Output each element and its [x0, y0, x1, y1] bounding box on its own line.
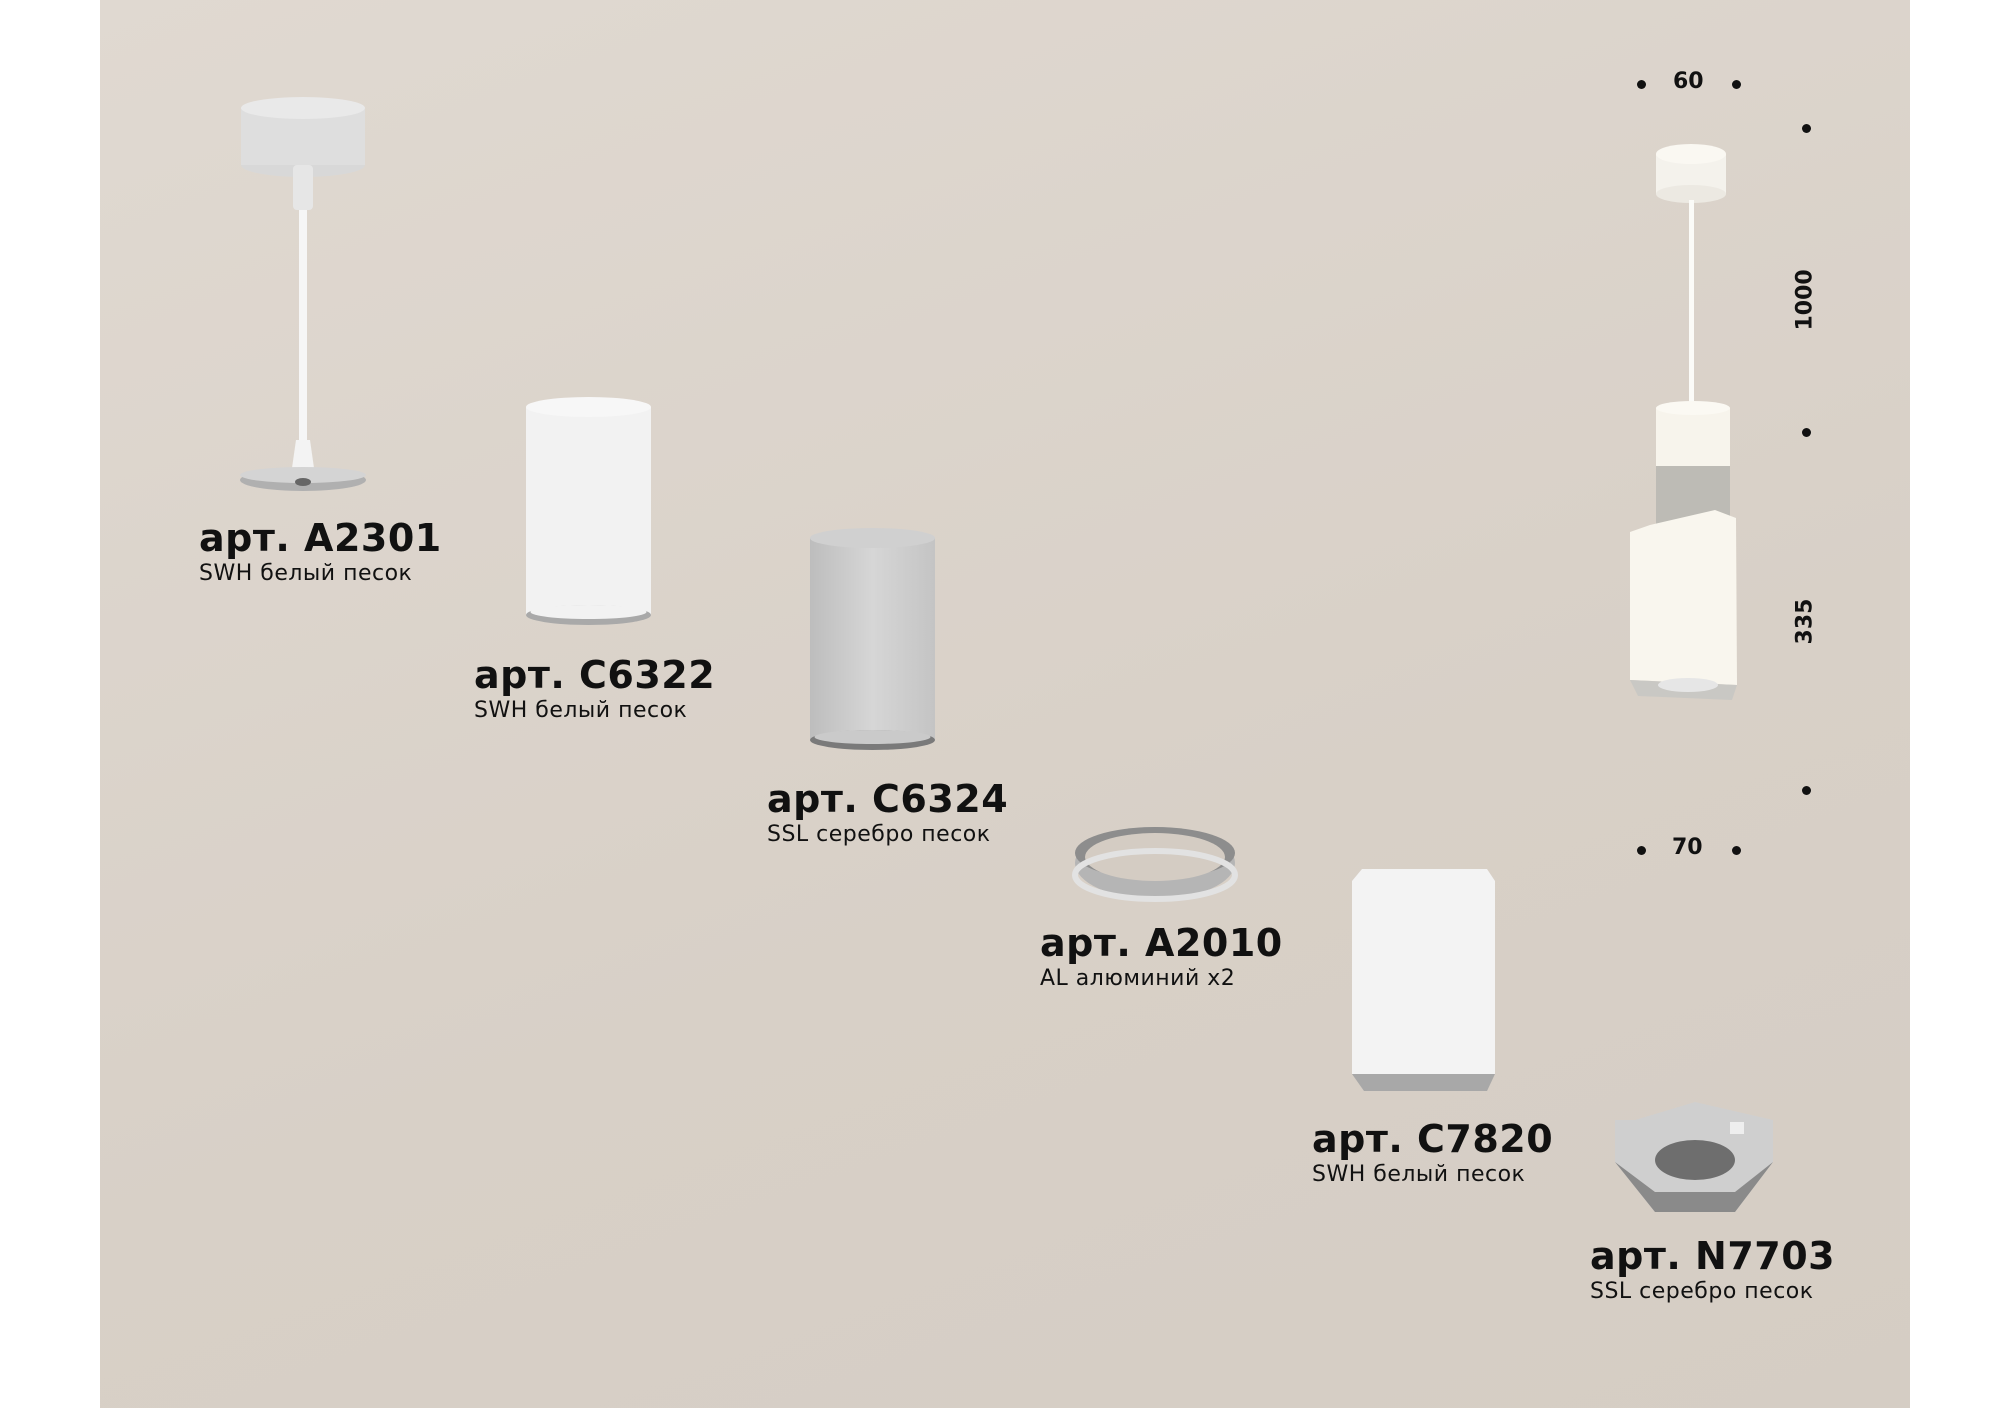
- product-n7703-label: арт. N7703 SSL серебро песок: [1590, 1234, 1835, 1306]
- dimension-marker: [1802, 124, 1811, 133]
- dimension-marker: [1732, 80, 1741, 89]
- dimension-marker: [1732, 846, 1741, 855]
- finish-description: AL алюминий x2: [1040, 966, 1236, 991]
- cylinder-c6322-image: [526, 397, 651, 625]
- product-a2010-label: арт. A2010 AL алюминий x2: [1040, 921, 1283, 993]
- product-canvas: [100, 0, 1910, 1408]
- finish-description: SSL серебро песок: [767, 822, 991, 847]
- article-number: арт. A2301: [199, 516, 442, 560]
- article-number: арт. C6322: [474, 653, 716, 697]
- finish-description: SWH белый песок: [1312, 1162, 1526, 1187]
- square-body-c7820-image: [1352, 869, 1495, 1091]
- cylinder-c6324-image: [810, 528, 935, 750]
- assembled-lamp-image: [1630, 144, 1737, 700]
- product-c6324-label: арт. C6324 SSL серебро песок: [767, 777, 1008, 849]
- finish-description: SSL серебро песок: [1590, 1279, 1814, 1304]
- suspension-a2301-image: [240, 97, 366, 491]
- product-c6322-label: арт. C6322 SWH белый песок: [474, 653, 715, 725]
- ring-a2010-image: [1072, 827, 1238, 902]
- product-c7820-label: арт. C7820 SWH белый песок: [1312, 1117, 1553, 1189]
- dimension-marker: [1802, 786, 1811, 795]
- article-number: арт. N7703: [1590, 1234, 1836, 1278]
- dimension-body-height: 335: [1792, 598, 1818, 645]
- article-number: арт. C7820: [1312, 1117, 1554, 1161]
- dimension-top-width: 60: [1673, 69, 1704, 94]
- dimension-marker: [1637, 80, 1646, 89]
- dimension-marker: [1637, 846, 1646, 855]
- finish-description: SWH белый песок: [199, 561, 413, 586]
- article-number: арт. A2010: [1040, 921, 1283, 965]
- product-a2301-label: арт. A2301 SWH белый песок: [199, 516, 442, 588]
- dimension-cable-length: 1000: [1792, 269, 1818, 331]
- article-number: арт. C6324: [767, 777, 1009, 821]
- bezel-n7703-image: [1615, 1102, 1773, 1212]
- dimension-bottom-width: 70: [1672, 835, 1703, 860]
- dimension-marker: [1802, 428, 1811, 437]
- finish-description: SWH белый песок: [474, 698, 688, 723]
